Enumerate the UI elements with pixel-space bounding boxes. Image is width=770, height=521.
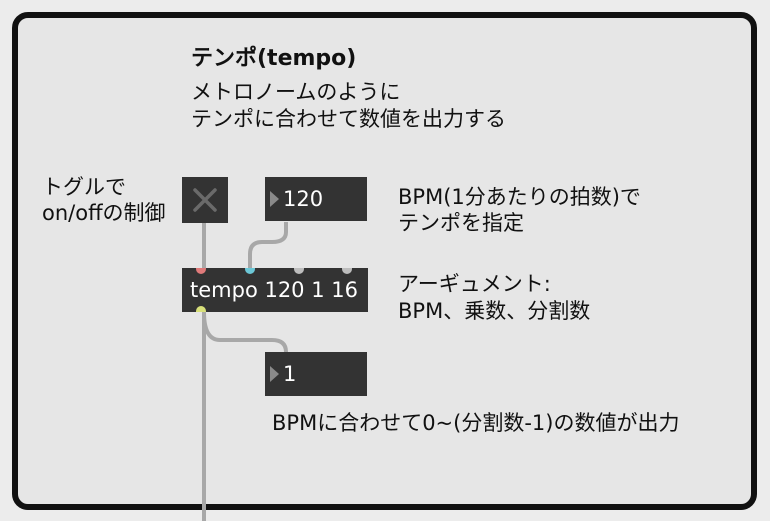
number-triangle-icon (270, 191, 279, 207)
toggle-object[interactable] (182, 177, 228, 223)
bpm-number-value: 120 (283, 187, 324, 211)
tempo-object-text: tempo 120 1 16 (190, 278, 358, 302)
tempo-inlet-3[interactable] (294, 268, 304, 274)
subtitle-line-1: メトロノームのように (191, 80, 401, 104)
toggle-label-line-1: トグルで (42, 175, 126, 199)
subtitle-line-2: テンポに合わせて数値を出力する (191, 107, 506, 131)
output-note: BPMに合わせて0~(分割数-1)の数値が出力 (272, 411, 680, 435)
tempo-inlet-2[interactable] (245, 268, 255, 274)
toggle-x-icon (193, 188, 217, 212)
patcher-frame (12, 12, 757, 510)
cord-tempo-to-output (202, 311, 288, 353)
number-triangle-icon (270, 366, 279, 382)
tempo-inlet-4[interactable] (342, 268, 352, 274)
bpm-number-box[interactable]: 120 (265, 177, 367, 221)
tempo-outlet[interactable] (196, 306, 206, 312)
tempo-inlet-1[interactable] (196, 268, 206, 274)
bpm-note-line-2: テンポを指定 (398, 211, 524, 235)
page-title: テンポ(tempo) (191, 46, 357, 71)
arg-note-line-1: アーギュメント: (398, 272, 551, 296)
output-number-box[interactable]: 1 (265, 352, 367, 396)
tempo-object[interactable]: tempo 120 1 16 (182, 268, 368, 312)
toggle-label-line-2: on/offの制御 (42, 201, 166, 225)
arg-note-line-2: BPM、乗数、分割数 (398, 299, 591, 323)
bpm-note-line-1: BPM(1分あたりの拍数)で (398, 185, 641, 209)
cord-bpm-to-tempo (248, 222, 288, 268)
output-number-value: 1 (283, 362, 297, 386)
